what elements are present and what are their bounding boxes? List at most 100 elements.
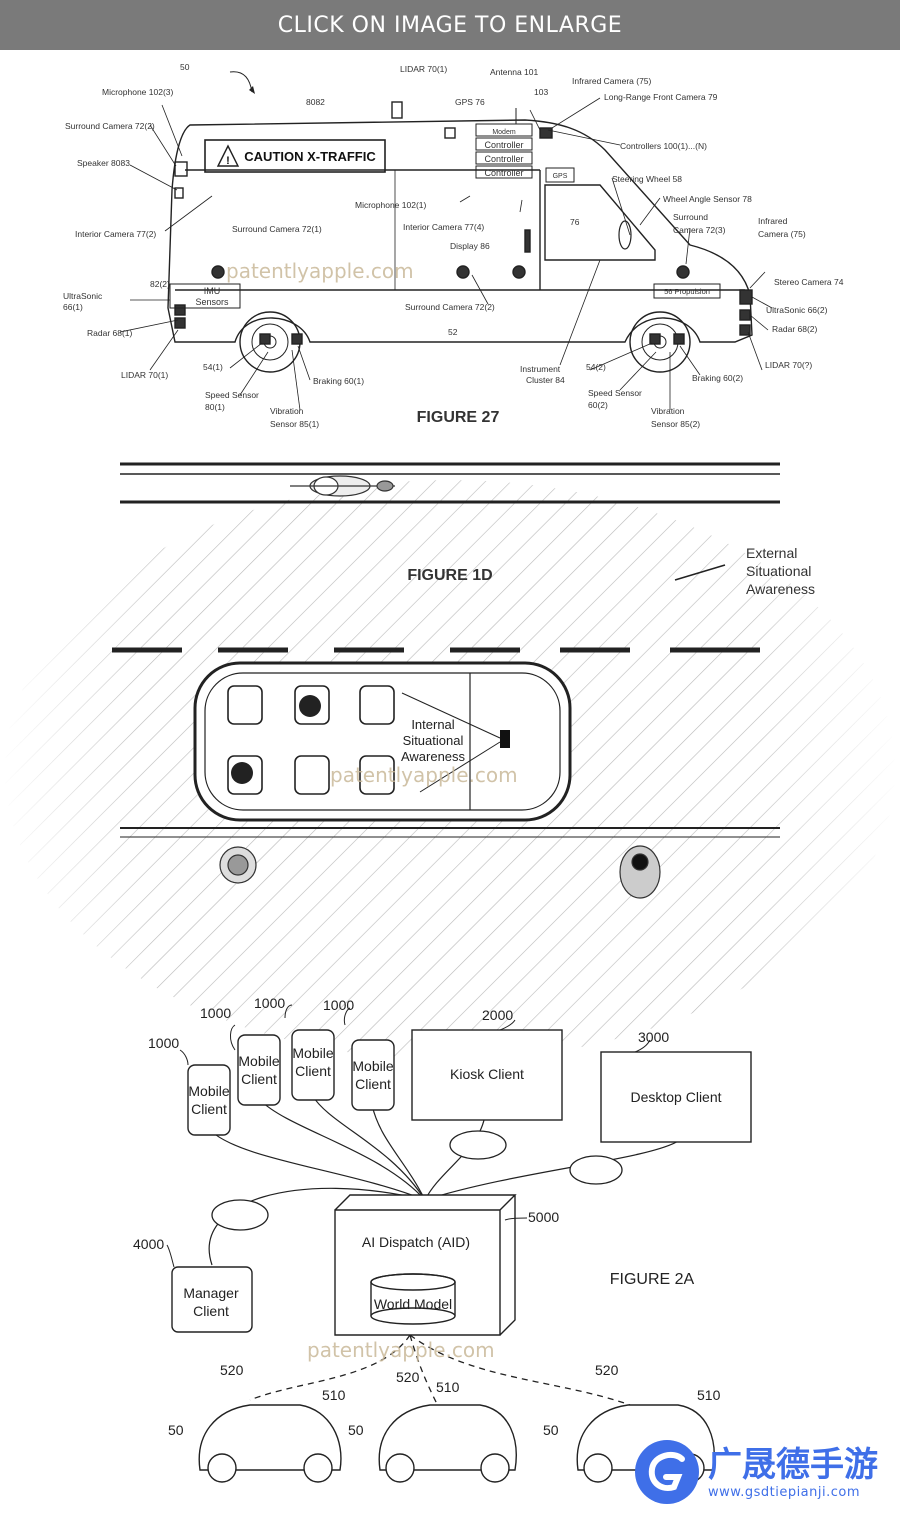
svg-text:Mobile: Mobile bbox=[188, 1083, 229, 1099]
site-logo-icon bbox=[635, 1440, 699, 1504]
svg-text:Vibration: Vibration bbox=[270, 406, 304, 416]
svg-text:Microphone 102(3): Microphone 102(3) bbox=[102, 87, 174, 97]
svg-text:Interior Camera 77(2): Interior Camera 77(2) bbox=[75, 229, 156, 239]
figure-27-labels: 50 LIDAR 70(1) Antenna 101 103 Infrared … bbox=[63, 62, 844, 429]
svg-text:LIDAR 70(1): LIDAR 70(1) bbox=[121, 370, 168, 380]
svg-text:Situational: Situational bbox=[746, 563, 811, 579]
svg-text:Speed Sensor: Speed Sensor bbox=[588, 388, 642, 398]
svg-text:Radar 68(1): Radar 68(1) bbox=[87, 328, 133, 338]
svg-text:52: 52 bbox=[448, 327, 458, 337]
svg-text:Controller: Controller bbox=[484, 168, 523, 178]
mobile-client bbox=[291, 1029, 335, 1101]
manager-client bbox=[171, 1266, 253, 1333]
svg-text:LIDAR 70(1): LIDAR 70(1) bbox=[400, 64, 447, 74]
svg-text:54(2): 54(2) bbox=[586, 362, 606, 372]
svg-text:Display 86: Display 86 bbox=[450, 241, 490, 251]
svg-text:GPS: GPS bbox=[553, 173, 568, 180]
pedestrian bbox=[619, 845, 661, 899]
logo-chinese-text: 广晟德手游 bbox=[708, 1444, 878, 1485]
svg-text:Long-Range Front Camera 79: Long-Range Front Camera 79 bbox=[604, 92, 718, 102]
svg-text:Controller: Controller bbox=[484, 154, 523, 164]
figure-1d: FIGURE 1D External Situational Awareness… bbox=[5, 462, 895, 1060]
motorcycle bbox=[290, 475, 395, 497]
svg-text:Client: Client bbox=[241, 1071, 277, 1087]
svg-text:Manager: Manager bbox=[183, 1285, 239, 1301]
svg-text:Client: Client bbox=[355, 1076, 391, 1092]
front-wheel bbox=[629, 311, 691, 373]
enlarge-banner[interactable]: CLICK ON IMAGE TO ENLARGE bbox=[0, 0, 900, 50]
kiosk-client bbox=[411, 1029, 563, 1121]
svg-text:Vibration: Vibration bbox=[651, 406, 685, 416]
svg-text:Steering Wheel 58: Steering Wheel 58 bbox=[612, 174, 682, 184]
svg-text:8082: 8082 bbox=[306, 97, 325, 107]
svg-text:Braking 60(1): Braking 60(1) bbox=[313, 376, 364, 386]
svg-text:patentlyapple.com: patentlyapple.com bbox=[330, 763, 518, 787]
warning-triangle-icon bbox=[216, 144, 240, 167]
caution-text: CAUTION X-TRAFFIC bbox=[244, 149, 376, 164]
tree bbox=[219, 846, 257, 884]
svg-text:GPS 76: GPS 76 bbox=[455, 97, 485, 107]
svg-text:60(2): 60(2) bbox=[588, 400, 608, 410]
svg-text:Internal: Internal bbox=[411, 717, 454, 732]
svg-text:Surround: Surround bbox=[673, 212, 708, 222]
svg-text:Infrared Camera (75): Infrared Camera (75) bbox=[572, 76, 652, 86]
svg-text:Microphone 102(1): Microphone 102(1) bbox=[355, 200, 427, 210]
site-logo[interactable]: 广晟德手游 www.gsdtiepianji.com bbox=[632, 1429, 894, 1515]
svg-text:Client: Client bbox=[191, 1101, 227, 1117]
svg-text:Situational: Situational bbox=[403, 733, 464, 748]
svg-text:2000: 2000 bbox=[482, 1007, 513, 1023]
svg-text:50: 50 bbox=[543, 1422, 559, 1438]
svg-text:82(2): 82(2) bbox=[150, 279, 170, 289]
figure-1d-caption: FIGURE 1D bbox=[407, 567, 492, 584]
svg-text:Surround Camera 72(1): Surround Camera 72(1) bbox=[232, 224, 322, 234]
svg-text:5000: 5000 bbox=[528, 1209, 559, 1225]
passenger bbox=[231, 762, 253, 784]
svg-text:Cluster 84: Cluster 84 bbox=[526, 375, 565, 385]
figure-2a-caption: FIGURE 2A bbox=[610, 1271, 695, 1288]
world-model-cylinder bbox=[370, 1273, 456, 1325]
svg-text:66(1): 66(1) bbox=[63, 302, 83, 312]
svg-text:UltraSonic 66(2): UltraSonic 66(2) bbox=[766, 305, 828, 315]
svg-text:Sensor 85(2): Sensor 85(2) bbox=[651, 419, 700, 429]
svg-text:Sensors: Sensors bbox=[195, 297, 229, 307]
svg-text:Client: Client bbox=[193, 1303, 229, 1319]
svg-text:50: 50 bbox=[180, 62, 190, 72]
logo-url-text: www.gsdtiepianji.com bbox=[708, 1484, 861, 1500]
svg-text:1000: 1000 bbox=[323, 997, 354, 1013]
svg-text:Client: Client bbox=[295, 1063, 331, 1079]
patent-figures[interactable]: ! bbox=[0, 50, 900, 1523]
svg-text:UltraSonic: UltraSonic bbox=[63, 291, 103, 301]
vehicle-top-view bbox=[193, 661, 572, 822]
svg-text:103: 103 bbox=[534, 87, 548, 97]
passenger bbox=[299, 695, 321, 717]
svg-text:Mobile: Mobile bbox=[292, 1045, 333, 1061]
interior-camera-icon bbox=[500, 730, 510, 748]
caution-sign bbox=[204, 139, 386, 173]
svg-text:Sensor 85(1): Sensor 85(1) bbox=[270, 419, 319, 429]
cloud-icon bbox=[211, 1130, 623, 1231]
desktop-client-label: Desktop Client bbox=[630, 1089, 721, 1105]
svg-text:!: ! bbox=[226, 155, 230, 167]
svg-text:Controller: Controller bbox=[484, 140, 523, 150]
watermarks: patentlyapple.com patentlyapple.com pate… bbox=[226, 259, 518, 1362]
svg-text:IMU: IMU bbox=[204, 286, 221, 296]
svg-text:Instrument: Instrument bbox=[520, 364, 561, 374]
aid-label: AI Dispatch (AID) bbox=[362, 1234, 470, 1250]
figure-27-caption: FIGURE 27 bbox=[417, 409, 500, 426]
svg-text:Surround Camera 72(2): Surround Camera 72(2) bbox=[405, 302, 495, 312]
banner-text: CLICK ON IMAGE TO ENLARGE bbox=[277, 12, 623, 38]
svg-text:Mobile: Mobile bbox=[352, 1058, 393, 1074]
vehicle-links bbox=[249, 1334, 631, 1411]
svg-text:54(1): 54(1) bbox=[203, 362, 223, 372]
svg-text:Interior Camera 77(4): Interior Camera 77(4) bbox=[403, 222, 484, 232]
svg-text:56 Propulsion: 56 Propulsion bbox=[664, 287, 710, 296]
svg-text:76: 76 bbox=[570, 217, 580, 227]
van-body bbox=[167, 119, 753, 343]
svg-text:patentlyapple.com: patentlyapple.com bbox=[307, 1338, 495, 1362]
svg-text:510: 510 bbox=[697, 1387, 721, 1403]
svg-text:50: 50 bbox=[168, 1422, 184, 1438]
figure-2a-labels: Mobile Client Mobile Client Mobile Clien… bbox=[133, 995, 722, 1438]
svg-text:510: 510 bbox=[436, 1379, 460, 1395]
svg-text:1000: 1000 bbox=[148, 1035, 179, 1051]
svg-text:510: 510 bbox=[322, 1387, 346, 1403]
